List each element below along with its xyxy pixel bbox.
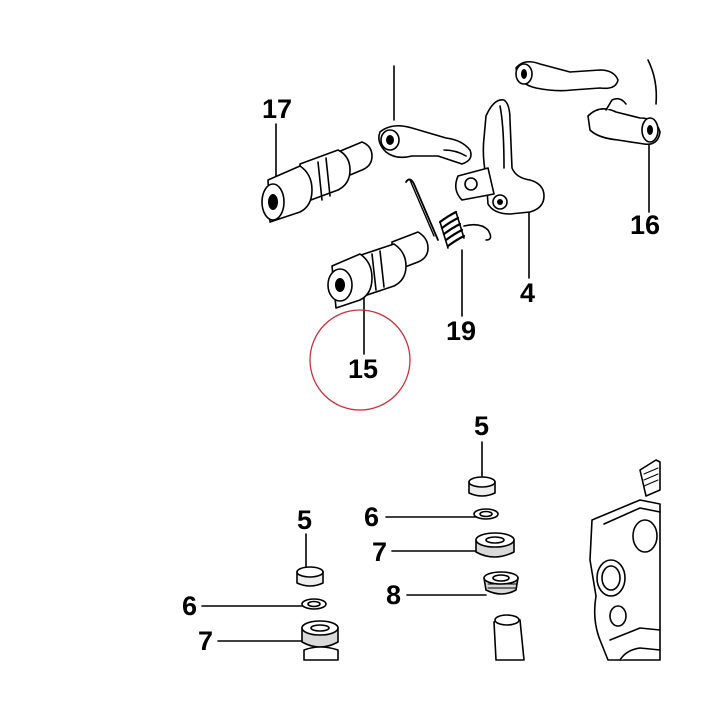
part-cylinder-head <box>589 459 661 661</box>
callout-6-middle: 6 <box>364 502 380 532</box>
callout-16: 16 <box>630 210 661 240</box>
callout-5-middle: 5 <box>474 411 490 441</box>
callout-8: 8 <box>386 580 402 610</box>
part-stack-middle <box>468 476 525 661</box>
part-rocker-arms-right <box>515 59 661 146</box>
callout-7-middle: 7 <box>372 537 388 567</box>
leader-lines <box>201 65 650 642</box>
callout-4: 4 <box>520 278 536 308</box>
highlight-circle <box>309 309 411 411</box>
callout-19: 19 <box>446 316 477 346</box>
part-4-lever <box>454 99 545 215</box>
part-stack-left <box>296 566 339 661</box>
part-rocker-arm-upper <box>378 124 472 165</box>
callout-5-left: 5 <box>297 505 313 535</box>
callout-6-left: 6 <box>182 591 198 621</box>
callout-17: 17 <box>262 94 293 124</box>
part-19-spring <box>405 178 492 249</box>
callout-7-left: 7 <box>198 626 214 656</box>
part-15-pin <box>327 231 429 309</box>
part-17-pin <box>261 141 373 223</box>
callout-15: 15 <box>348 354 379 384</box>
